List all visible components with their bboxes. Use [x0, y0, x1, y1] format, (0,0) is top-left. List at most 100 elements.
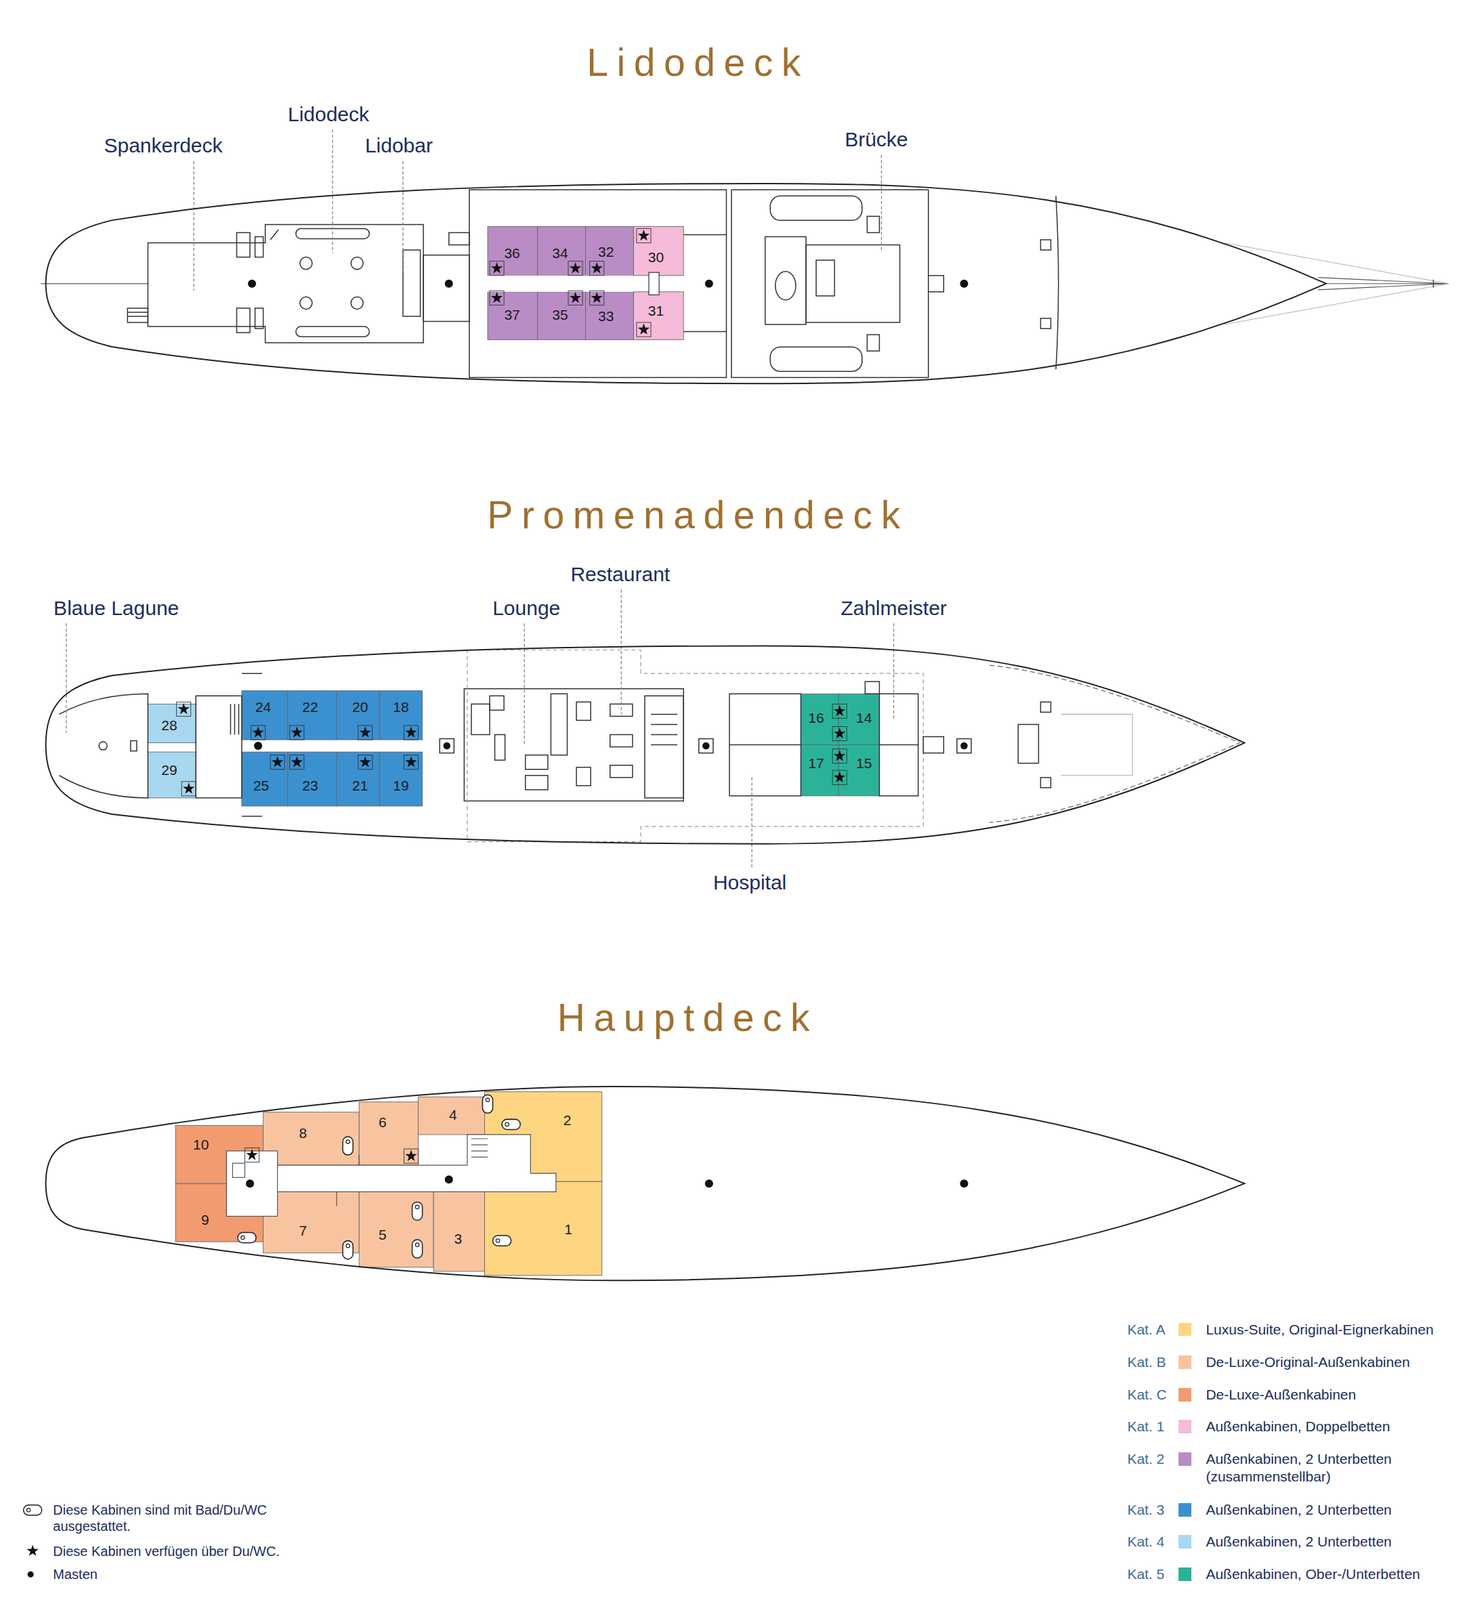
promenadendeck-drawing: [729, 693, 801, 796]
promenadendeck-drawing: [98, 741, 108, 750]
legend-text: Masten: [52, 1565, 98, 1583]
cabin-number: 9: [201, 1211, 210, 1228]
leader-line: [881, 155, 882, 250]
cabin-number: 32: [598, 243, 614, 261]
cabin: 32: [585, 226, 634, 275]
cabin-fill: [484, 1181, 602, 1276]
cabin-fill: [287, 751, 337, 806]
category-label: Kat. 3: [1127, 1501, 1165, 1518]
promenadendeck-drawing: [610, 765, 633, 778]
lidodeck-drawing: [127, 308, 148, 323]
cabin-fill: [358, 1101, 418, 1165]
cabin-number: 24: [255, 698, 271, 716]
cabin: 14: [838, 693, 880, 745]
cabin-number: 33: [598, 308, 614, 325]
mast: [253, 741, 263, 750]
lidodeck-drawing: [866, 216, 880, 233]
cabin-number: 18: [392, 698, 409, 716]
promenadendeck-drawing: [957, 738, 972, 754]
legend-text: De-Luxe-Original-Außenkabinen: [1205, 1353, 1410, 1371]
cabin-fill: [358, 1191, 434, 1267]
mast: [959, 1179, 968, 1188]
cabin-number: 16: [808, 709, 824, 727]
category-label: Kat. 4: [1127, 1533, 1165, 1550]
cabin-number: 19: [392, 777, 409, 794]
bathtub-symbol: [493, 1235, 512, 1246]
bathtub-symbol: [501, 1118, 521, 1130]
shower-symbol: [270, 755, 285, 770]
cabin: 18: [379, 690, 422, 740]
lidodeck-drawing: [350, 296, 364, 309]
promenadendeck-drawing: [525, 755, 548, 770]
lidodeck-drawing: [1040, 239, 1051, 250]
cabin: 23: [287, 751, 337, 806]
mast: [705, 279, 714, 288]
leader-line: [751, 777, 752, 868]
cabin-fill: [241, 690, 288, 740]
promenadendeck-drawing: [879, 744, 918, 746]
promenadendeck-drawing: [610, 734, 633, 748]
mast: [247, 279, 257, 288]
mast: [444, 279, 454, 288]
promenadendeck-drawing: [729, 744, 801, 746]
lidodeck-drawing: [731, 189, 929, 378]
legend-symbol: [23, 1504, 42, 1516]
cabin-number: 30: [648, 249, 664, 266]
lidodeck-drawing: [469, 189, 727, 378]
cabin-number: 2: [563, 1112, 572, 1129]
bathtub-symbol: [237, 1232, 257, 1243]
promenadendeck-drawing: [471, 703, 490, 735]
cabin-fill: [537, 226, 586, 275]
promenadendeck-drawing: [576, 701, 591, 720]
cabin-number: 7: [299, 1221, 308, 1239]
lidodeck-drawing: [928, 275, 945, 292]
deck-plan-drawing: [23, 129, 1449, 1577]
shower-symbol: [181, 781, 196, 796]
legend-swatch: [1178, 1567, 1193, 1581]
cabin: 10: [175, 1124, 264, 1184]
legend-text: Außenkabinen, Doppelbetten: [1205, 1417, 1390, 1436]
legend-text: Luxus-Suite, Original-Eignerkabinen: [1205, 1320, 1434, 1339]
cabin-number: 35: [551, 306, 568, 324]
promenadendeck-drawing: [923, 736, 944, 754]
cabin-number: 29: [161, 761, 177, 779]
lidodeck-drawing: [402, 249, 421, 317]
shower-symbol: [832, 770, 847, 785]
lidodeck-drawing: [40, 283, 148, 285]
cabin-fill: [800, 693, 839, 745]
legend-swatch: [1178, 1355, 1193, 1369]
cabin-fill: [241, 751, 288, 806]
lidodeck-drawing: [236, 232, 250, 257]
cabin-fill: [287, 690, 337, 740]
stair: [648, 272, 660, 295]
cabin: 8: [263, 1112, 360, 1165]
cabin-number: 37: [503, 306, 520, 324]
shower-symbol: [568, 290, 583, 305]
lidodeck-drawing: [770, 195, 863, 221]
lidodeck-drawing: [1055, 195, 1059, 370]
callout-label: Restaurant: [570, 562, 670, 587]
promenadendeck-drawing: [879, 693, 918, 796]
lidodeck-drawing: [805, 245, 901, 323]
cabin-number: 10: [193, 1136, 209, 1153]
promenadendeck-drawing: [58, 649, 1240, 842]
cabin-number: 4: [449, 1106, 458, 1123]
cabin: 20: [336, 690, 380, 740]
callout-label: Lidodeck: [287, 102, 370, 126]
cabin-fill: [147, 703, 196, 743]
cabin-fill: [487, 226, 538, 275]
cabin: 25: [241, 751, 288, 806]
legend-text: De-Luxe-Außenkabinen: [1205, 1385, 1356, 1404]
callout-label: Zahlmeister: [840, 596, 947, 620]
leader-line: [193, 161, 195, 291]
category-label: Kat. C: [1127, 1386, 1167, 1403]
cabin-number: 1: [564, 1221, 573, 1238]
lidodeck-drawing: [236, 308, 250, 333]
mast: [245, 1179, 254, 1188]
legend-swatch: [1178, 1534, 1193, 1549]
legend-swatch: [1178, 1452, 1193, 1466]
hauptdeck-drawing: [232, 1162, 245, 1178]
cabin-number: 8: [299, 1124, 308, 1142]
cabin: 19: [379, 751, 422, 806]
shower-symbol: [403, 725, 418, 740]
